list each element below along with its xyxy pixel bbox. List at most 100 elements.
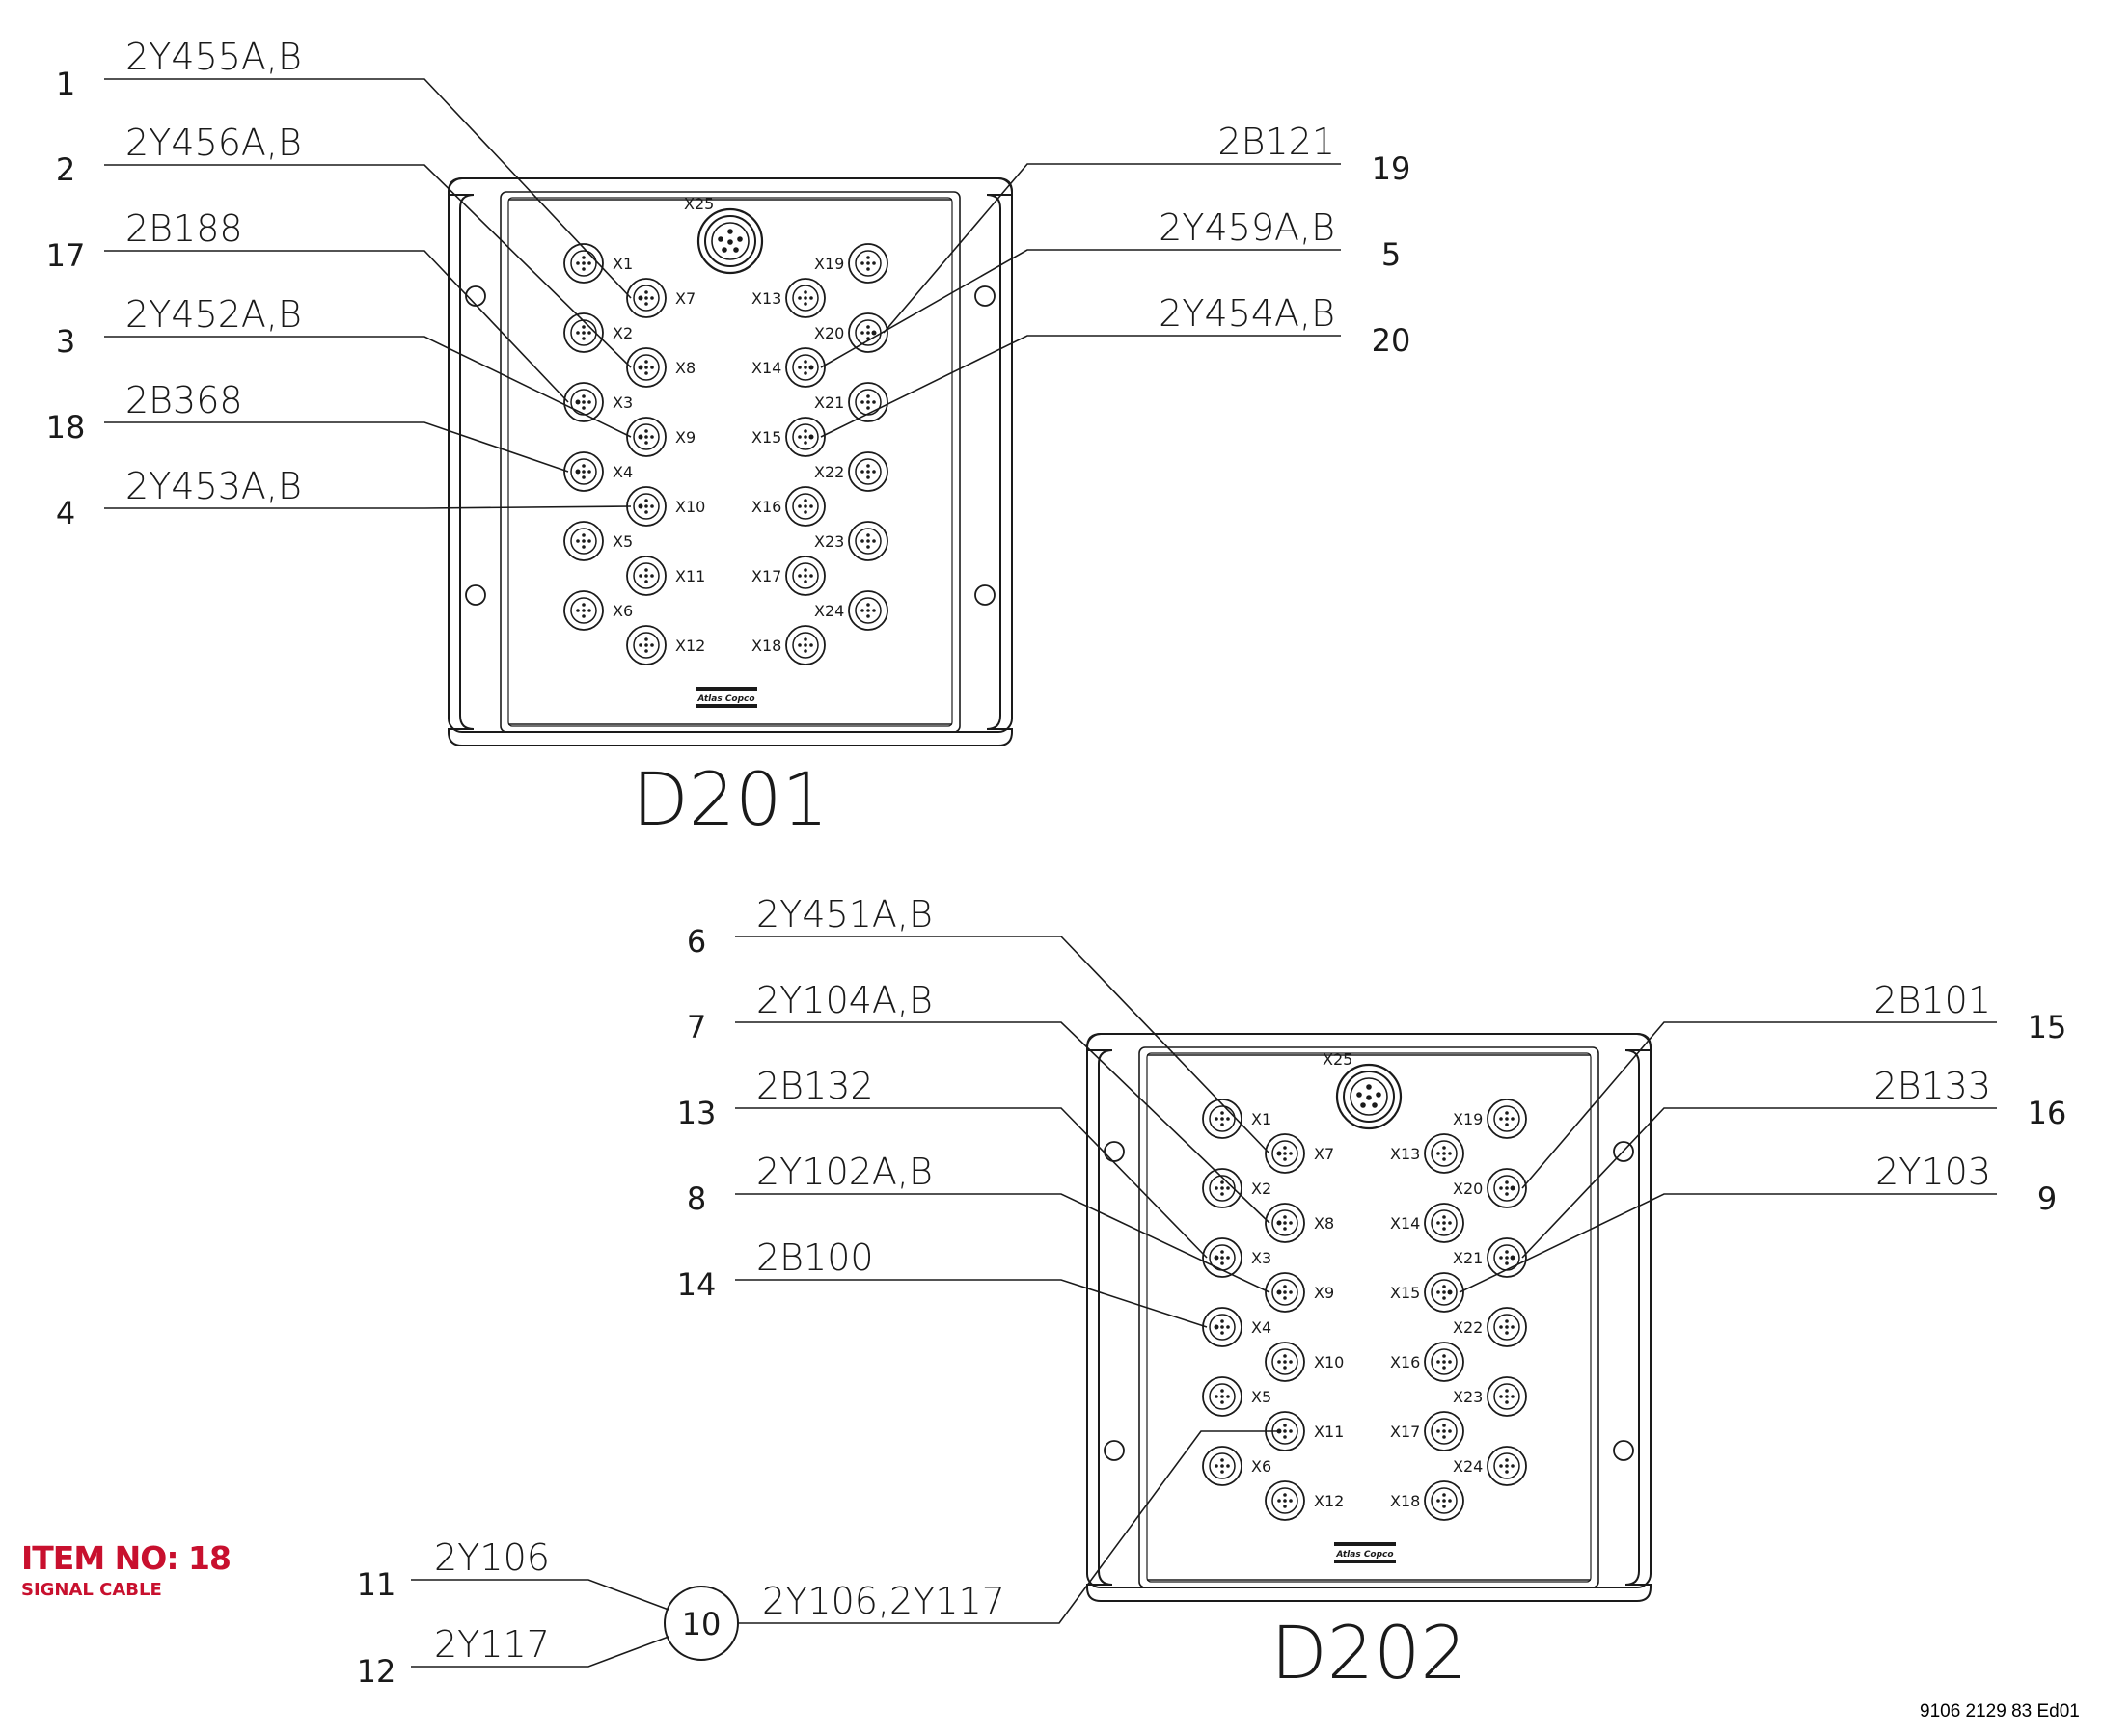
port-label-x4: X4 [1251, 1318, 1271, 1337]
port-label-x5: X5 [1251, 1388, 1271, 1406]
port-label-x15: X15 [1390, 1284, 1420, 1302]
callout-number: 5 [1381, 236, 1401, 273]
leader-line [820, 249, 1341, 368]
port-x17 [785, 556, 826, 596]
port-x6 [1202, 1446, 1242, 1486]
port-x5 [1202, 1376, 1242, 1417]
port-label-x19: X19 [814, 255, 844, 273]
port-label-x12: X12 [675, 637, 705, 655]
port-label-x5: X5 [613, 532, 633, 551]
port-label-x21: X21 [814, 393, 844, 412]
port-x3 [563, 382, 604, 422]
port-x11 [626, 556, 667, 596]
port-label-x17: X17 [1390, 1423, 1420, 1441]
module-outer-border [1086, 1033, 1652, 1588]
callout-number: 17 [46, 237, 86, 274]
junction-label: 2Y106,2Y117 [762, 1580, 1005, 1622]
port-label-x13: X13 [751, 289, 781, 308]
port-label-x24: X24 [1453, 1457, 1483, 1476]
callout-label: 2Y453A,B [125, 465, 302, 507]
document-number: 9106 2129 83 Ed01 [1920, 1701, 2080, 1722]
port-label-x1: X1 [613, 255, 633, 273]
port-label-x11: X11 [1314, 1423, 1344, 1441]
junction-number: 10 [682, 1606, 722, 1642]
callout-number: 16 [2028, 1095, 2067, 1131]
svg-text:Atlas Copco: Atlas Copco [1335, 1550, 1393, 1560]
callout-17: 17 2B188 [46, 207, 581, 405]
port-label-x22: X22 [1453, 1318, 1483, 1337]
port-x5 [563, 521, 604, 561]
mounting-hole [974, 285, 996, 307]
port-x24 [1487, 1446, 1527, 1486]
module-face [500, 191, 961, 733]
callout-label: 2B133 [1873, 1065, 1991, 1107]
callout-number: 18 [46, 409, 86, 446]
port-label-x15: X15 [751, 428, 781, 447]
mounting-hole [465, 285, 486, 307]
port-x3 [1202, 1237, 1242, 1278]
leader-line [735, 1279, 1208, 1328]
port-x18 [1424, 1480, 1464, 1521]
port-x20 [1487, 1168, 1527, 1208]
port-x10 [626, 486, 667, 527]
leader-line [104, 336, 632, 438]
callout-number: 12 [357, 1653, 396, 1690]
module-face-inner [1146, 1052, 1592, 1583]
port-label-x3: X3 [613, 393, 633, 412]
leader-line [1459, 1193, 1997, 1293]
item-number: ITEM NO: 18 [21, 1539, 232, 1577]
port-label-x9: X9 [675, 428, 696, 447]
port-x19 [848, 243, 888, 284]
port-label-x3: X3 [1251, 1249, 1271, 1267]
callout-number: 3 [56, 323, 75, 360]
callout-18: 18 2B368 [46, 379, 581, 475]
port-label-x23: X23 [1453, 1388, 1483, 1406]
port-x21 [1487, 1237, 1527, 1278]
port-label-x16: X16 [751, 498, 781, 516]
callout-label: 2Y106 [434, 1536, 550, 1579]
svg-text:Atlas Copco: Atlas Copco [696, 694, 754, 704]
callout-label: 2B188 [125, 207, 243, 250]
callout-number: 11 [357, 1566, 396, 1603]
junction-leader [738, 1430, 1279, 1624]
module-d202: X25X1X2X3X4X5X6X7X8X9X10X11X12X13X14X15X… [1086, 1033, 1652, 1602]
callout-label: 2B368 [125, 379, 243, 421]
module-outer-border [448, 177, 1013, 733]
port-label-x24: X24 [814, 602, 844, 620]
callout-label: 2Y103 [1875, 1151, 1991, 1193]
port-x16 [785, 486, 826, 527]
callout-number: 20 [1372, 322, 1411, 359]
callout-number: 1 [56, 66, 75, 102]
module-name: D201 [632, 756, 829, 842]
port-x7 [1265, 1133, 1305, 1174]
port-label-x10: X10 [675, 498, 705, 516]
item-description: SIGNAL CABLE [21, 1580, 162, 1600]
port-label-x23: X23 [814, 532, 844, 551]
callout-number: 19 [1372, 150, 1411, 187]
callout-label: 2B100 [756, 1236, 874, 1279]
leader-line [735, 1193, 1270, 1293]
port-label-x18: X18 [751, 637, 781, 655]
port-x21 [848, 382, 888, 422]
callout-label: 2B121 [1217, 121, 1335, 163]
leader-line [1521, 1107, 1997, 1259]
port-x15 [785, 417, 826, 457]
port-x9 [1265, 1272, 1305, 1313]
callout-number: 2 [56, 151, 75, 188]
mounting-hole [1104, 1440, 1125, 1461]
leader-line [735, 936, 1270, 1154]
leader-line [104, 78, 632, 299]
brand-logo: Atlas Copco [1334, 1542, 1396, 1563]
module-face-inner [507, 197, 953, 727]
port-x10 [1265, 1342, 1305, 1382]
port-label-x19: X19 [1453, 1110, 1483, 1128]
port-x13 [1424, 1133, 1464, 1174]
